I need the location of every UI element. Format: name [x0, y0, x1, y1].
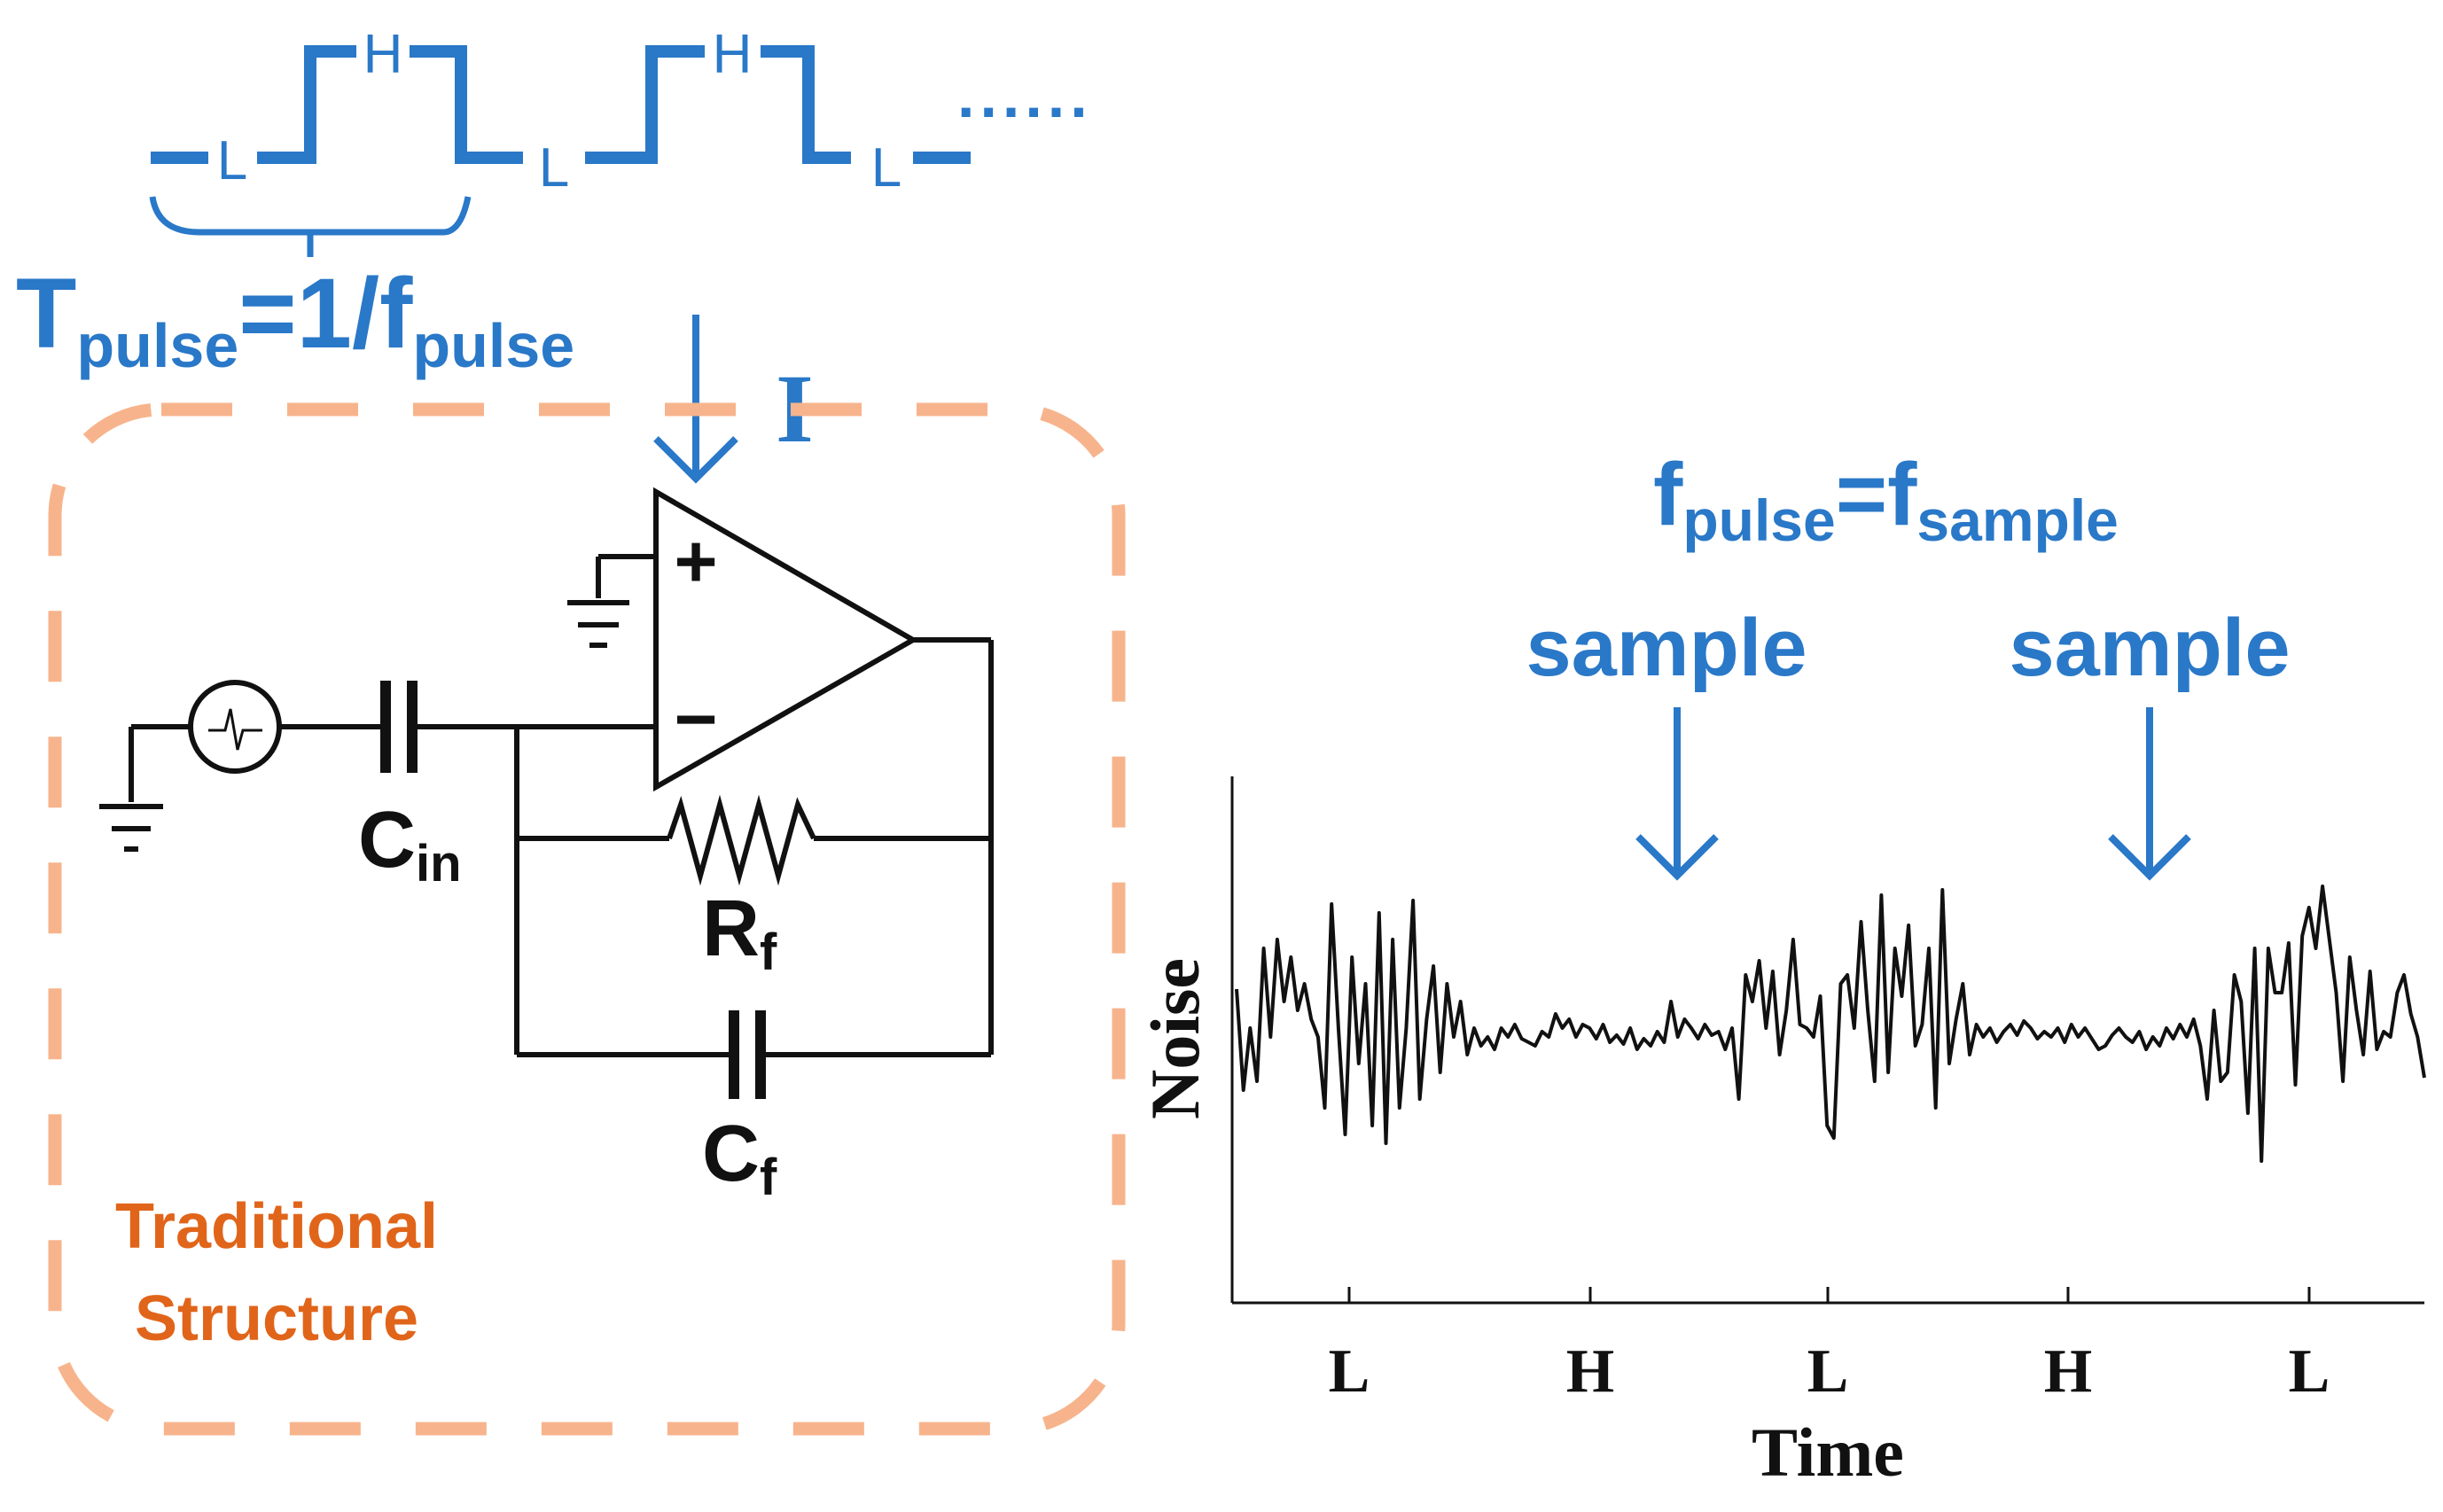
resistor-rf — [667, 794, 816, 886]
traditional-structure-label: Structure — [135, 1283, 418, 1354]
circuit — [99, 487, 994, 1099]
op-amp-plus-sign: + — [674, 519, 717, 603]
pulse-level-label: L — [539, 137, 569, 199]
pulse-level-labels: L H L H L — [217, 24, 901, 199]
pulse-level-label: L — [217, 130, 247, 191]
pulse-glyph — [208, 708, 262, 751]
pulse-continuation-dots: ...... — [957, 61, 1093, 130]
x-tick-label: H — [2044, 1337, 2092, 1406]
rf-label: Rf — [702, 885, 777, 981]
x-axis-label: Time — [1752, 1414, 1904, 1491]
cf-label: Cf — [702, 1110, 777, 1206]
frequency-relation: fpulse=fsample — [1653, 445, 2119, 553]
pulse-level-label: L — [871, 137, 901, 199]
pulse-level-label: H — [363, 24, 403, 85]
traditional-structure-label: Traditional — [115, 1191, 438, 1262]
sample-label: sample — [1526, 603, 1807, 693]
pulse-waveform-path — [151, 45, 971, 164]
pulse-train — [151, 45, 971, 164]
x-tick-label: L — [1807, 1337, 1849, 1406]
y-axis-label: Noise — [1136, 958, 1214, 1119]
x-tick-label: L — [1329, 1337, 1370, 1406]
period-formula: Tpulse=1/fpulse — [16, 258, 574, 380]
op-amp-minus-sign: − — [674, 677, 717, 760]
sample-arrow-head — [2108, 834, 2191, 881]
ground-icon — [99, 804, 163, 852]
x-tick-label: L — [2289, 1337, 2330, 1406]
period-brace — [149, 196, 472, 257]
current-arrow — [653, 315, 738, 484]
noise-series-line — [1235, 885, 2426, 1163]
sample-arrows — [1635, 707, 2191, 881]
op-amp — [653, 487, 919, 792]
traditional-structure-box — [48, 402, 1126, 1436]
noise-chart: L H L H L Noise Time — [1136, 776, 2426, 1491]
ground-icon — [567, 600, 629, 648]
cin-label: Cin — [358, 796, 462, 892]
sample-arrow-head — [1635, 834, 1719, 881]
sample-label: sample — [2009, 603, 2290, 693]
pulse-level-label: H — [713, 24, 753, 85]
x-tick-label: H — [1566, 1337, 1614, 1406]
